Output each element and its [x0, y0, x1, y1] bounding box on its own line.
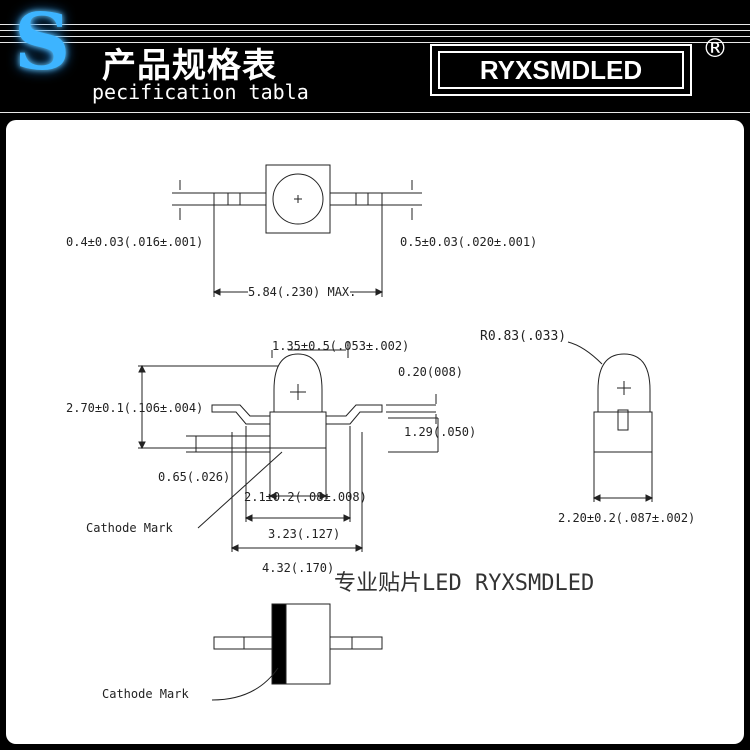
page-title: 产品规格表	[102, 46, 277, 86]
dim-side-width: 2.20±0.2(.087±.002)	[558, 511, 695, 525]
bottom-view	[211, 603, 383, 701]
cathode-stripe	[271, 603, 287, 685]
dim-standoff: 0.65(.026)	[158, 470, 230, 484]
watermark: 专业贴片LED RYXSMDLED	[334, 571, 594, 596]
cathode-mark-label-front: Cathode Mark	[86, 521, 173, 535]
side-view	[567, 341, 654, 502]
dim-lens-radius: R0.83(.033)	[480, 329, 566, 344]
registered-mark: ®	[702, 34, 728, 64]
dim-lead-span: 4.32(.170)	[262, 561, 334, 575]
top-lens-outline	[272, 173, 324, 225]
brand-name: RYXSMDLED	[438, 51, 684, 89]
bottom-right-lead	[329, 636, 383, 650]
drawing-panel: 0.4±0.03(.016±.001) 0.5±0.03(.020±.001) …	[6, 120, 744, 744]
front-lens	[273, 353, 323, 412]
led-dimension-drawing: 0.4±0.03(.016±.001) 0.5±0.03(.020±.001) …	[66, 164, 695, 701]
front-view	[138, 342, 439, 552]
dim-foot-span: 3.23(.127)	[268, 527, 340, 541]
top-view	[172, 164, 422, 297]
cathode-mark-label-bottom: Cathode Mark	[102, 687, 189, 701]
side-body	[593, 411, 653, 453]
dim-lead-thickness: 0.20(008)	[398, 365, 463, 379]
header-stripe	[0, 42, 750, 43]
side-lens	[597, 353, 651, 412]
header-banner: S 产品规格表 pecification tabla RYXSMDLED ®	[0, 0, 750, 118]
dim-lens-width: 1.35±0.5(.053±.002)	[272, 339, 409, 353]
page-subtitle: pecification tabla	[92, 80, 309, 104]
logo-s-icon: S	[14, 0, 71, 88]
left-gull-lead	[211, 404, 270, 425]
dim-lead-height: 1.29(.050)	[404, 425, 476, 439]
header-stripe	[0, 24, 750, 25]
header-stripe	[0, 30, 750, 31]
header-stripe	[0, 112, 750, 113]
bottom-left-lead	[213, 636, 273, 650]
center-mark	[290, 384, 306, 400]
dim-total-height: 2.70±0.1(.106±.004)	[66, 401, 203, 415]
dim-overall-length: 5.84(.230) MAX.	[248, 285, 356, 299]
front-body	[269, 411, 327, 449]
header-stripe	[0, 36, 750, 37]
right-gull-lead	[326, 404, 383, 425]
dim-body-width: 2.1±0.2(.08±.008)	[244, 490, 367, 504]
dim-lead-width-left: 0.4±0.03(.016±.001)	[66, 235, 203, 249]
side-lead	[617, 409, 629, 431]
brand-logo: RYXSMDLED	[430, 44, 692, 96]
dim-lead-width-right: 0.5±0.03(.020±.001)	[400, 235, 537, 249]
center-mark	[294, 195, 302, 203]
